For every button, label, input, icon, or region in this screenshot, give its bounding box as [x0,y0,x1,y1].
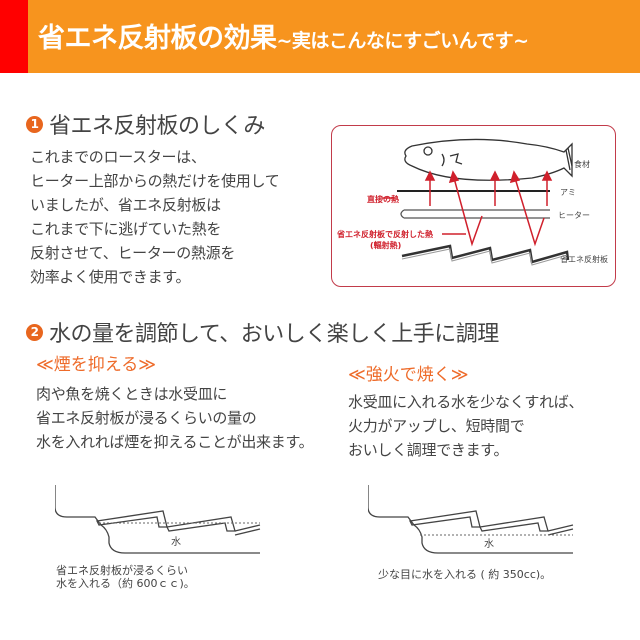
section1-heading: 1 省エネ反射板のしくみ [26,108,265,140]
left-body: 肉や魚を焼くときは水受皿に 省エネ反射板が浸るくらいの量の 水を入れれば煙を抑え… [36,382,314,454]
section2-heading: 2 水の量を調節して、おいしく楽しく上手に調理 [26,316,499,348]
section1-body: これまでのロースターは、 ヒーター上部からの熱だけを使用して いましたが、省エネ… [30,145,280,289]
title-main: 省エネ反射板の効果 [38,23,277,54]
label-reflected-heat: 省エネ反射板で反射した熱 [337,230,433,239]
tray-diagram-350cc: 水 [368,485,574,554]
body-line: これまでのロースターは、 [30,148,206,166]
subheading-high-heat: ≪強火で焼く≫ [348,365,469,385]
number-badge-1: 1 [26,115,43,133]
water-label: 水 [171,536,181,548]
body-line: 反射させて、ヒーターの熱源を [30,244,236,262]
title-sub: ~実はこんなにすごいんです~ [276,30,530,52]
section1-title: 省エネ反射板のしくみ [49,114,265,139]
body-line: おいしく調理できます。 [348,441,509,459]
number-badge-2: 2 [26,323,43,341]
caption-350cc: 少な目に水を入れる ( 約 350cc)。 [378,568,551,581]
body-line: これまで下に逃げていた熱を [30,220,222,238]
page-title: 省エネ反射板の効果~実はこんなにすごいんです~ [38,16,529,55]
header-banner: 省エネ反射板の効果~実はこんなにすごいんです~ [0,0,640,73]
body-line: 肉や魚を焼くときは水受皿に [36,385,228,403]
reflector-diagram-illustration [382,138,573,266]
label-food: 食材 [574,160,590,169]
label-heater: ヒーター [558,211,590,220]
water-label: 水 [484,538,494,550]
right-body: 水受皿に入れる水を少なくすれば、 火力がアップし、短時間で おいしく調理できます… [348,390,584,462]
caption-line: 水を入れる（約 600ｃｃ)。 [56,577,195,590]
caption-line: 省エネ反射板が浸るくらい [56,564,188,577]
label-grill: アミ [560,188,576,197]
reflector-diagram: 食材 アミ ヒーター 省エネ反射板 直接の熱 省エネ反射板で反射した熱 (輻射熱… [331,125,616,287]
tray-diagram-600cc: 水 [55,485,261,554]
subheading-reduce-smoke: ≪煙を抑える≫ [36,355,157,375]
header-accent-bar [0,0,28,73]
body-line: 水を入れれば煙を抑えることが出来ます。 [36,433,314,451]
body-line: いましたが、省エネ反射板は [30,196,221,214]
body-line: 効率よく使用できます。 [30,268,191,286]
fish-icon [404,138,573,181]
body-line: 火力がアップし、短時間で [348,417,525,435]
body-line: 省エネ反射板が浸るくらいの量の [36,409,257,427]
label-radiant-heat: (輻射熱) [370,241,402,250]
caption-line: 少な目に水を入れる ( 約 350cc)。 [378,568,552,581]
caption-600cc: 省エネ反射板が浸るくらい 水を入れる（約 600ｃｃ)。 [56,564,195,590]
body-line: ヒーター上部からの熱だけを使用して [30,172,280,190]
section2-title: 水の量を調節して、おいしく楽しく上手に調理 [49,322,499,347]
label-reflector: 省エネ反射板 [560,255,608,264]
body-line: 水受皿に入れる水を少なくすれば、 [348,393,584,411]
label-direct-heat: 直接の熱 [367,195,399,204]
